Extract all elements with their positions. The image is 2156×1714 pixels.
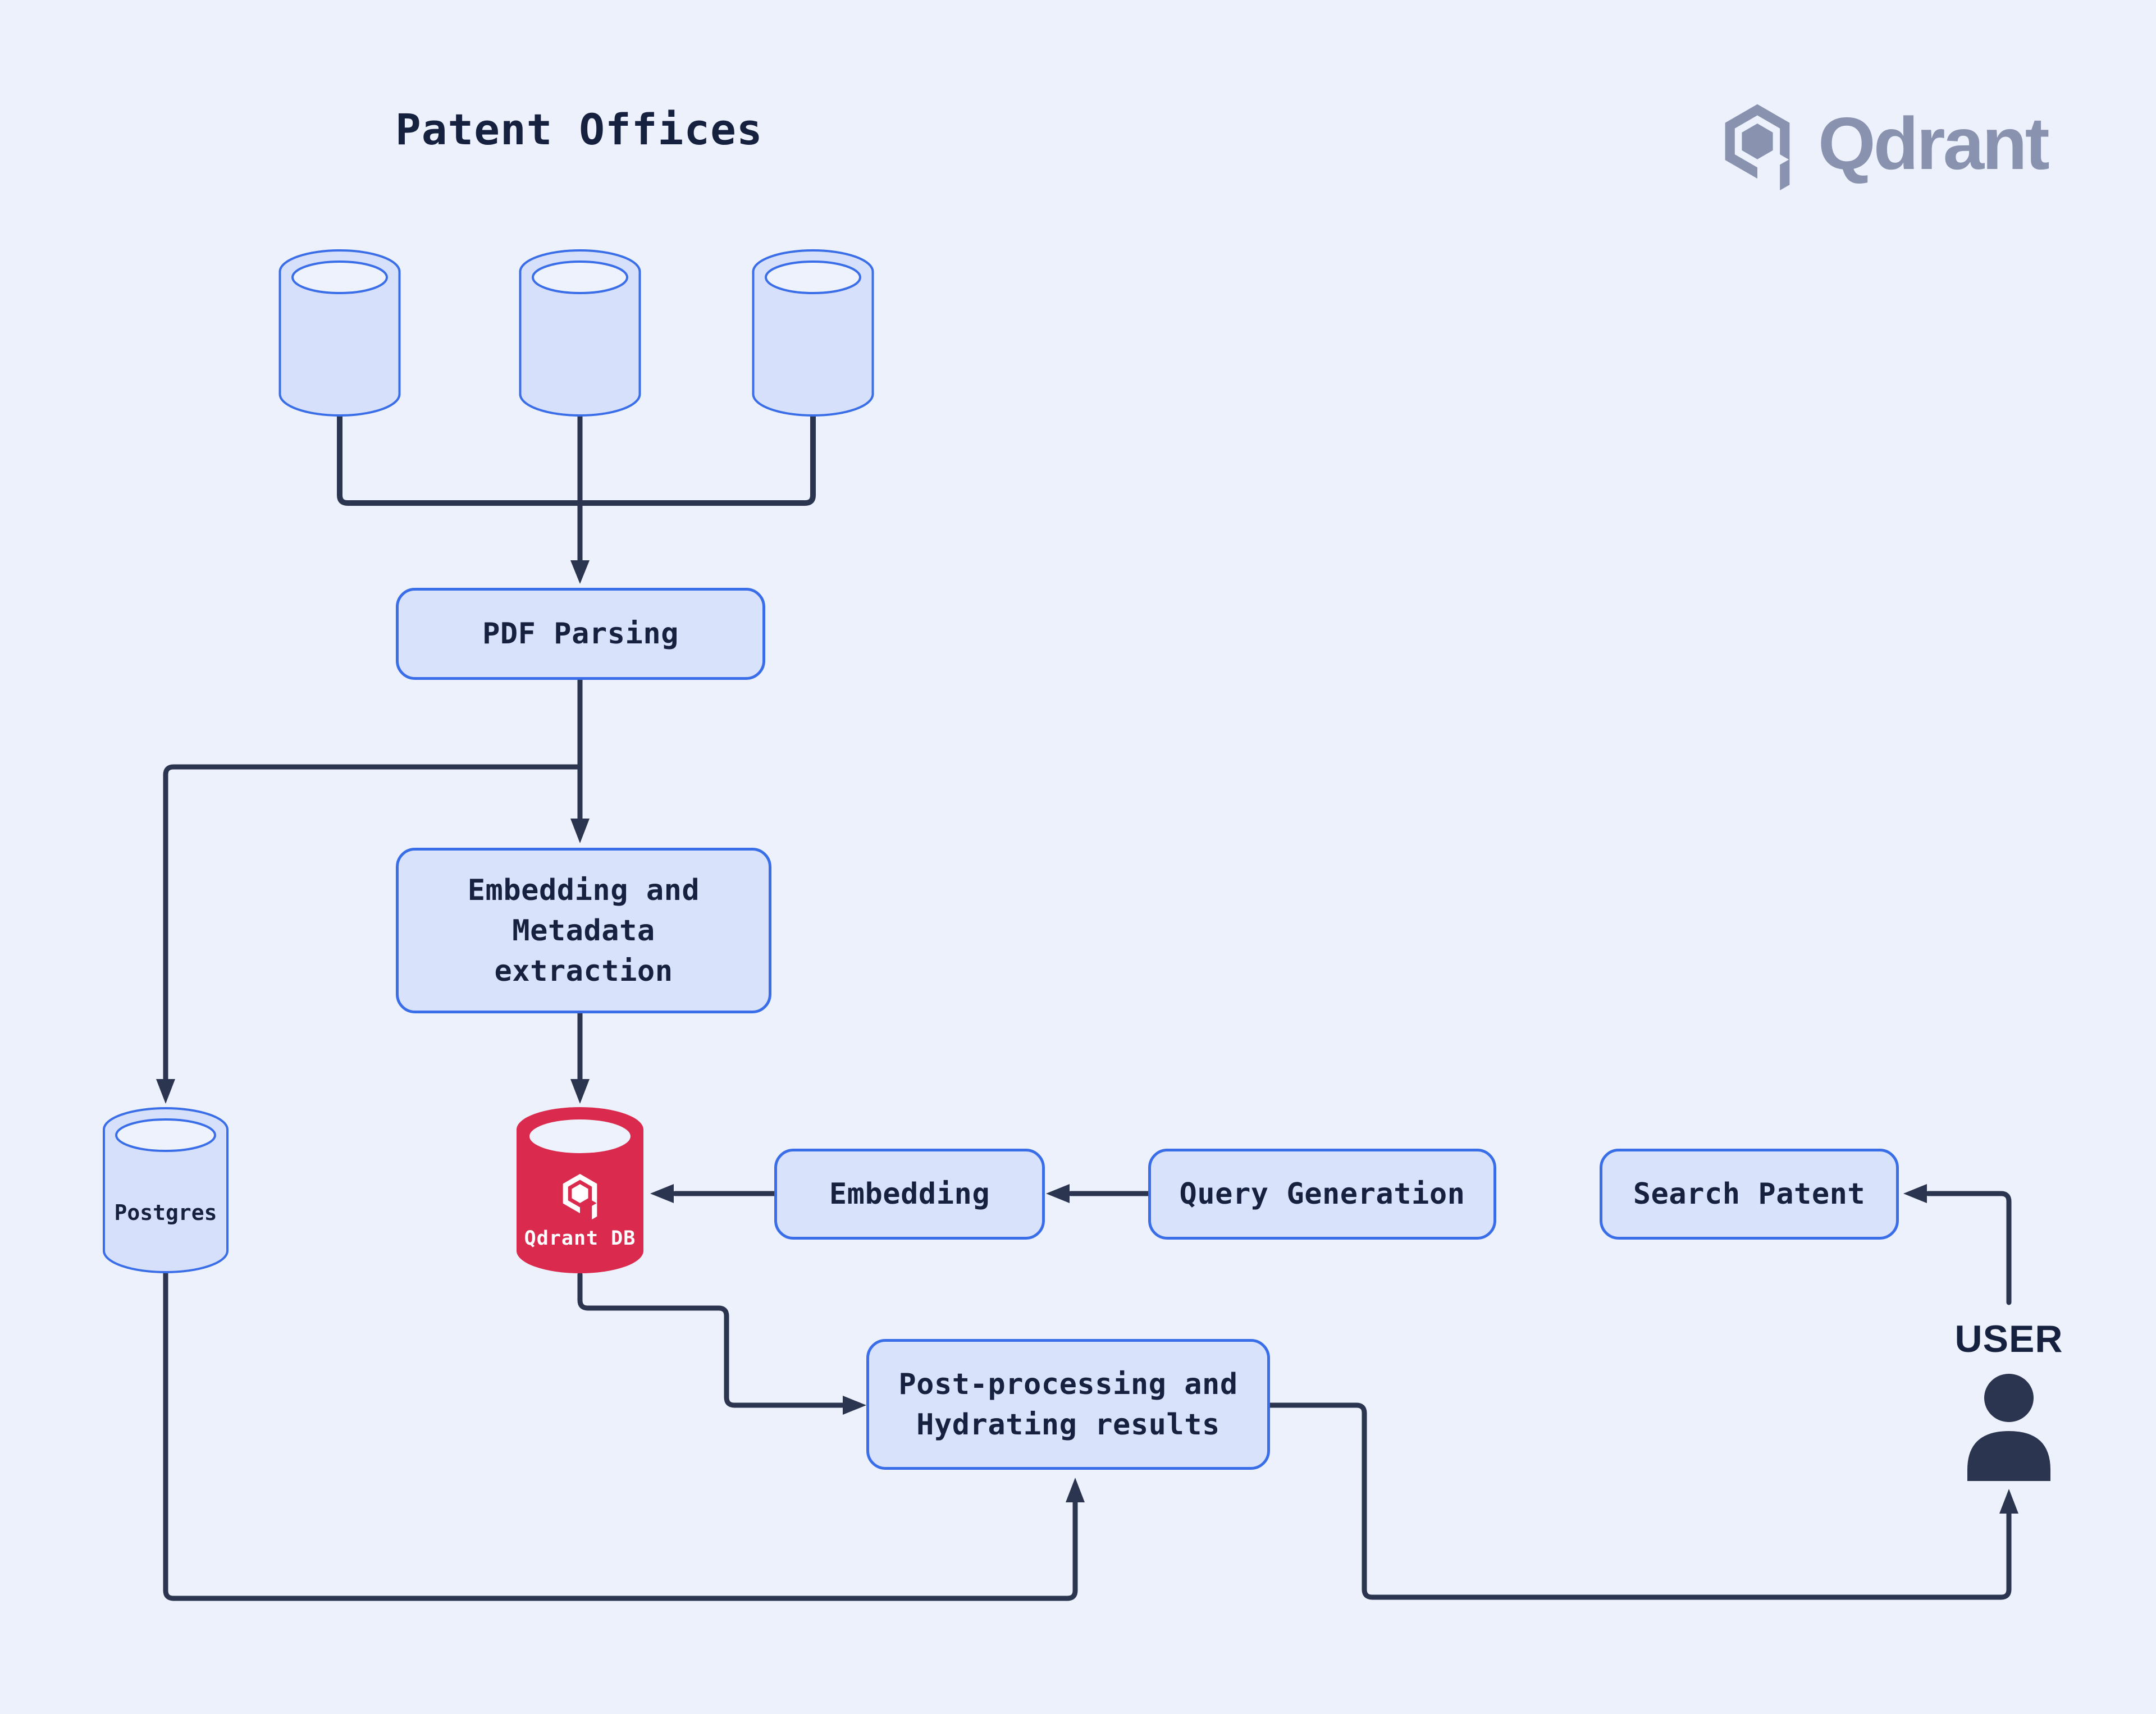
arrowhead-left-icon — [1903, 1184, 1927, 1203]
node-query-generation: Query Generation — [1148, 1149, 1496, 1240]
qdrant-logo-icon — [1725, 104, 1790, 191]
node-post-processing: Post-processing and Hydrating results — [866, 1339, 1270, 1470]
connector-postgres-to-postprocessing — [163, 1269, 1078, 1601]
node-label-line: extraction — [494, 954, 673, 988]
node-pdf-parsing: PDF Parsing — [396, 588, 765, 680]
qdrant-db-label: Qdrant DB — [524, 1227, 636, 1250]
connector-qdrant-to-postprocessing — [577, 1272, 847, 1408]
page-title: Patent Offices — [395, 104, 763, 154]
connector-pdf-branch-to-postgres — [163, 764, 583, 1084]
connector-sources-bus — [337, 414, 816, 506]
node-label: Search Patent — [1633, 1177, 1866, 1211]
node-search-patent: Search Patent — [1600, 1149, 1899, 1240]
brand-wordmark: Qdrant — [1818, 102, 2050, 185]
arrowhead-down-icon — [570, 560, 590, 584]
arrowhead-down-icon — [156, 1079, 175, 1104]
postgres-label: Postgres — [114, 1200, 217, 1225]
database-cylinder-icon — [752, 249, 874, 417]
qdrant-db-cylinder — [517, 1107, 643, 1273]
node-label: PDF Parsing — [482, 617, 679, 651]
connector-user-to-search-patent — [1925, 1191, 2012, 1305]
node-label: Query Generation — [1179, 1177, 1465, 1211]
arrowhead-down-icon — [570, 1079, 590, 1104]
person-icon — [1967, 1374, 2050, 1481]
node-label-line: Metadata — [512, 913, 655, 948]
arrowheads — [156, 560, 2018, 1514]
node-embedding-metadata-extraction: Embedding and Metadata extraction — [396, 848, 771, 1013]
arrowhead-left-icon — [650, 1184, 674, 1203]
node-label-line: Hydrating results — [916, 1407, 1220, 1442]
arrowhead-right-icon — [843, 1396, 866, 1415]
arrowhead-up-icon — [1999, 1489, 2018, 1514]
node-label-line: Embedding and — [467, 873, 700, 907]
user-label: USER — [1954, 1318, 2063, 1360]
node-label-line: Post-processing and — [898, 1367, 1238, 1401]
postgres-cylinder — [103, 1107, 229, 1273]
arrowhead-up-icon — [1066, 1478, 1085, 1502]
database-cylinder-icon — [278, 249, 401, 417]
node-embedding: Embedding — [774, 1149, 1045, 1240]
node-label: Embedding — [829, 1177, 990, 1211]
database-cylinder-icon — [519, 249, 641, 417]
arrowhead-left-icon — [1046, 1184, 1070, 1203]
connector-postprocessing-to-user — [1267, 1402, 2012, 1600]
connector-lines — [163, 414, 2012, 1601]
arrowhead-down-icon — [570, 819, 590, 843]
patent-source-databases — [278, 249, 874, 417]
